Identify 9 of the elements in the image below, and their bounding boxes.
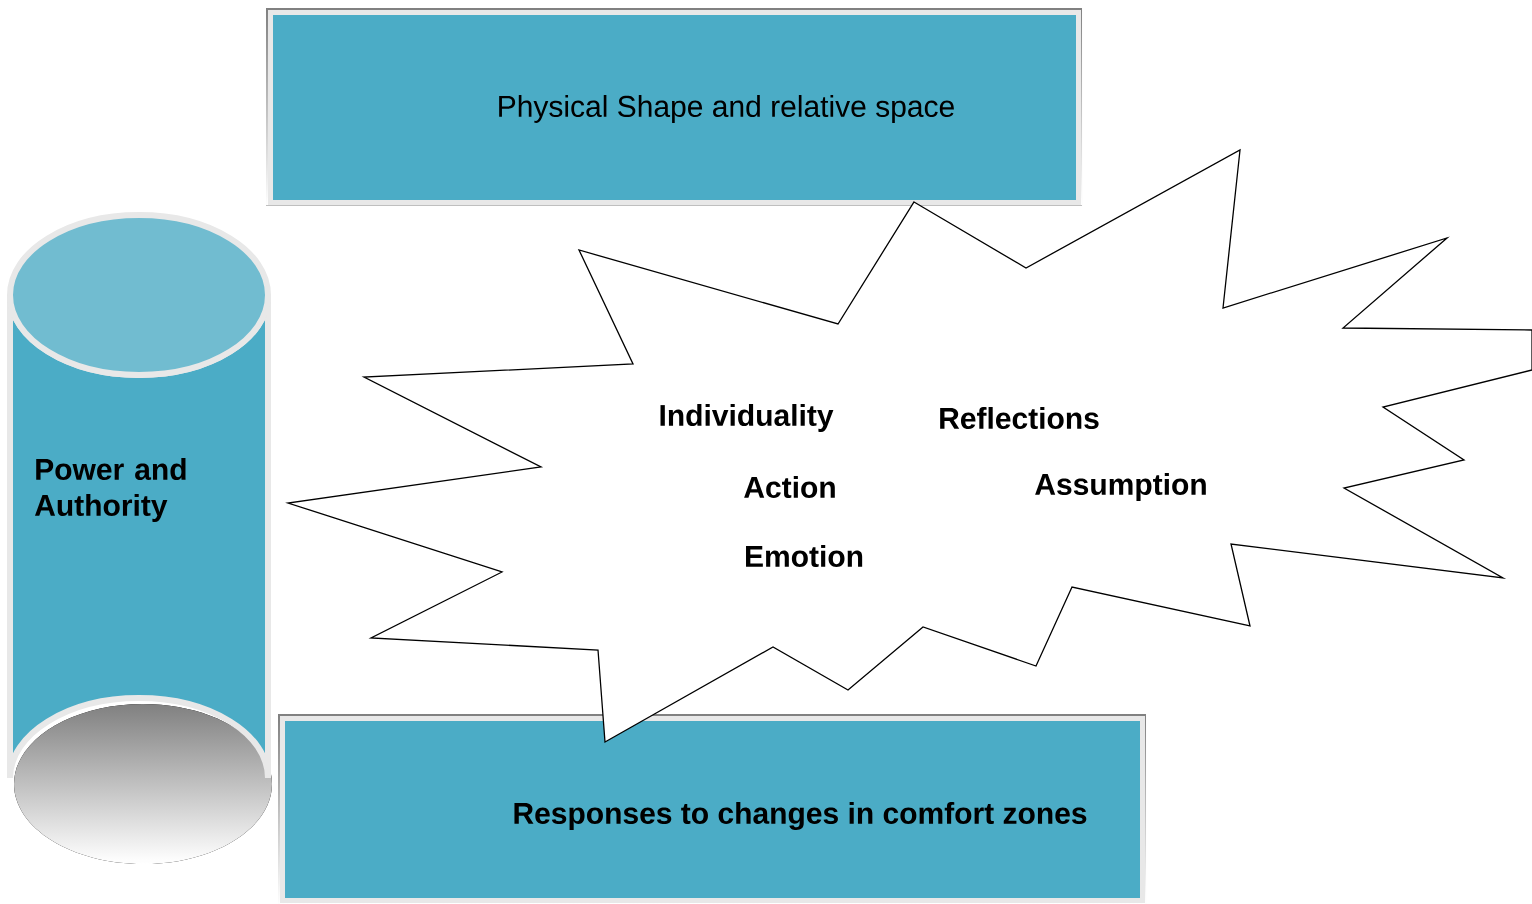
starburst-label: Emotion xyxy=(746,545,863,567)
text-box: Responses to changes in comfort zones xyxy=(278,714,1146,904)
starburst-label: Action xyxy=(744,476,835,498)
starburst xyxy=(285,148,1532,744)
cylinder: Power and Authority xyxy=(7,212,272,864)
starburst-label: Individuality xyxy=(660,404,834,432)
starburst-label: Assumption xyxy=(1035,473,1206,501)
text-box: Physical Shape and relative space xyxy=(266,8,1082,206)
starburst-label: Reflections xyxy=(940,407,1099,429)
